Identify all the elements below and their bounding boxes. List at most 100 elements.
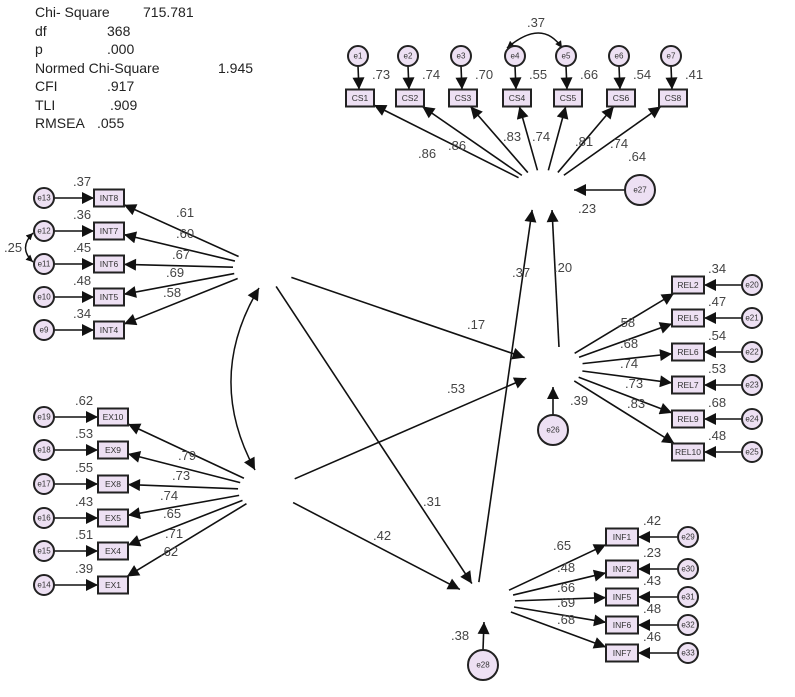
loading-label: .68 [557, 612, 575, 627]
error-e5-label: e5 [562, 52, 571, 61]
r2-label: .53 [708, 361, 726, 376]
error-e29-label: e29 [681, 533, 695, 542]
r2-label: .53 [75, 426, 93, 441]
fit-value: .909 [110, 96, 138, 113]
r2-label: .43 [75, 494, 93, 509]
error-e6 [608, 45, 630, 67]
r2-label: .68 [708, 395, 726, 410]
loading-arrow-cs3 [469, 105, 529, 174]
indicator-ex4 [97, 541, 129, 561]
fit-label: Chi- Square [35, 4, 110, 20]
covariance-e12-e11 [24, 232, 34, 263]
indicator-inf1-label: INF1 [613, 532, 632, 542]
loading-label: .67 [172, 247, 190, 262]
error-e30-label: e30 [681, 565, 695, 574]
error-e23-label: e23 [745, 381, 759, 390]
error-e23 [741, 374, 763, 396]
loading-label: .74 [620, 356, 638, 371]
error-e30 [677, 558, 699, 580]
indicator-rel7 [671, 375, 705, 395]
r2-label: .23 [643, 545, 661, 560]
error-e11 [33, 253, 55, 275]
r2-label: .48 [643, 601, 661, 616]
indicator-inf6 [605, 615, 639, 635]
loading-arrow-cs1 [373, 104, 519, 179]
loading-arrow-inf2 [512, 569, 607, 596]
indicator-int8 [93, 188, 125, 208]
indicator-rel10-label: REL10 [675, 447, 701, 457]
error-e31 [677, 586, 699, 608]
indicator-cs6-label: CS6 [613, 93, 630, 103]
error-e21-label: e21 [745, 314, 759, 323]
indicator-ex9-label: EX9 [105, 445, 121, 455]
error-e13 [33, 187, 55, 209]
indicator-rel5-label: REL5 [677, 313, 699, 323]
r2-label: .37 [73, 174, 91, 189]
error-e15-label: e15 [37, 547, 51, 556]
loading-label: .48 [557, 560, 575, 575]
nodes-layer [33, 45, 763, 681]
error-e12-label: e12 [37, 227, 51, 236]
loading-label: .74 [610, 136, 628, 151]
indicator-cs5 [553, 88, 583, 108]
error-e12 [33, 220, 55, 242]
loading-label: .74 [160, 488, 178, 503]
indicator-rel9 [671, 409, 705, 429]
path-coef-label: .17 [467, 317, 485, 332]
structural-path-int-inf [275, 285, 473, 585]
loading-arrow-rel9 [578, 376, 673, 415]
loading-arrow-rel6 [582, 349, 673, 365]
error-e20 [741, 274, 763, 296]
error-e21 [741, 307, 763, 329]
error-e3 [450, 45, 472, 67]
path-coef-label: .37 [512, 265, 530, 280]
error-e22-label: e22 [745, 348, 759, 357]
loading-arrow-cs6 [557, 105, 615, 173]
error-e26-label: e26 [546, 426, 560, 435]
loading-label: .69 [557, 595, 575, 610]
indicator-cs3-label: CS3 [455, 93, 472, 103]
r2-label: .42 [643, 513, 661, 528]
indicator-int4 [93, 320, 125, 340]
fit-value: 1.945 [218, 59, 254, 76]
indicator-ex8-label: EX8 [105, 479, 121, 489]
loading-arrow-rel5 [578, 322, 673, 359]
structural-path-rel-cs [546, 209, 560, 348]
loading-label: .73 [625, 376, 643, 391]
error-e19-label: e19 [37, 413, 51, 422]
path-coef-label: .53 [447, 381, 465, 396]
indicator-int5 [93, 287, 125, 307]
r2-label: .34 [708, 261, 726, 276]
fit-label: p [35, 41, 43, 57]
indicator-int7 [93, 221, 125, 241]
covariance-label-e4-e5: .37 [527, 15, 545, 30]
loading-arrow-rel2 [574, 292, 675, 355]
indicator-ex10-label: EX10 [103, 412, 124, 422]
r2-label: .55 [529, 67, 547, 82]
fit-value: 368 [107, 22, 131, 39]
loading-label: .81 [575, 134, 593, 149]
loading-arrow-cs2 [421, 105, 523, 177]
loading-arrow-cs5 [547, 106, 569, 171]
loading-label: .71 [165, 526, 183, 541]
covariance-int-ex [230, 287, 260, 471]
loading-arrow-rel10 [573, 380, 675, 445]
error-e9-label: e9 [40, 326, 49, 335]
structural-path-ex-rel [294, 377, 527, 480]
r2-label: .48 [708, 428, 726, 443]
indicator-rel6-label: REL6 [677, 347, 699, 357]
path-coef-label: .20 [554, 260, 572, 275]
error-arrow-e2 [402, 65, 415, 90]
r2-label: .70 [475, 67, 493, 82]
indicator-cs6 [606, 88, 636, 108]
indicator-rel9-label: REL9 [677, 414, 699, 424]
error-e6-label: e6 [615, 52, 624, 61]
error-arrow-e7 [665, 65, 678, 90]
loading-label: .58 [617, 315, 635, 330]
r2-label-cs: .23 [578, 201, 596, 216]
error-arrow-e1 [352, 65, 365, 90]
indicator-int5-label: INT5 [100, 292, 119, 302]
r2-label: .73 [372, 67, 390, 82]
r2-label: .48 [73, 273, 91, 288]
